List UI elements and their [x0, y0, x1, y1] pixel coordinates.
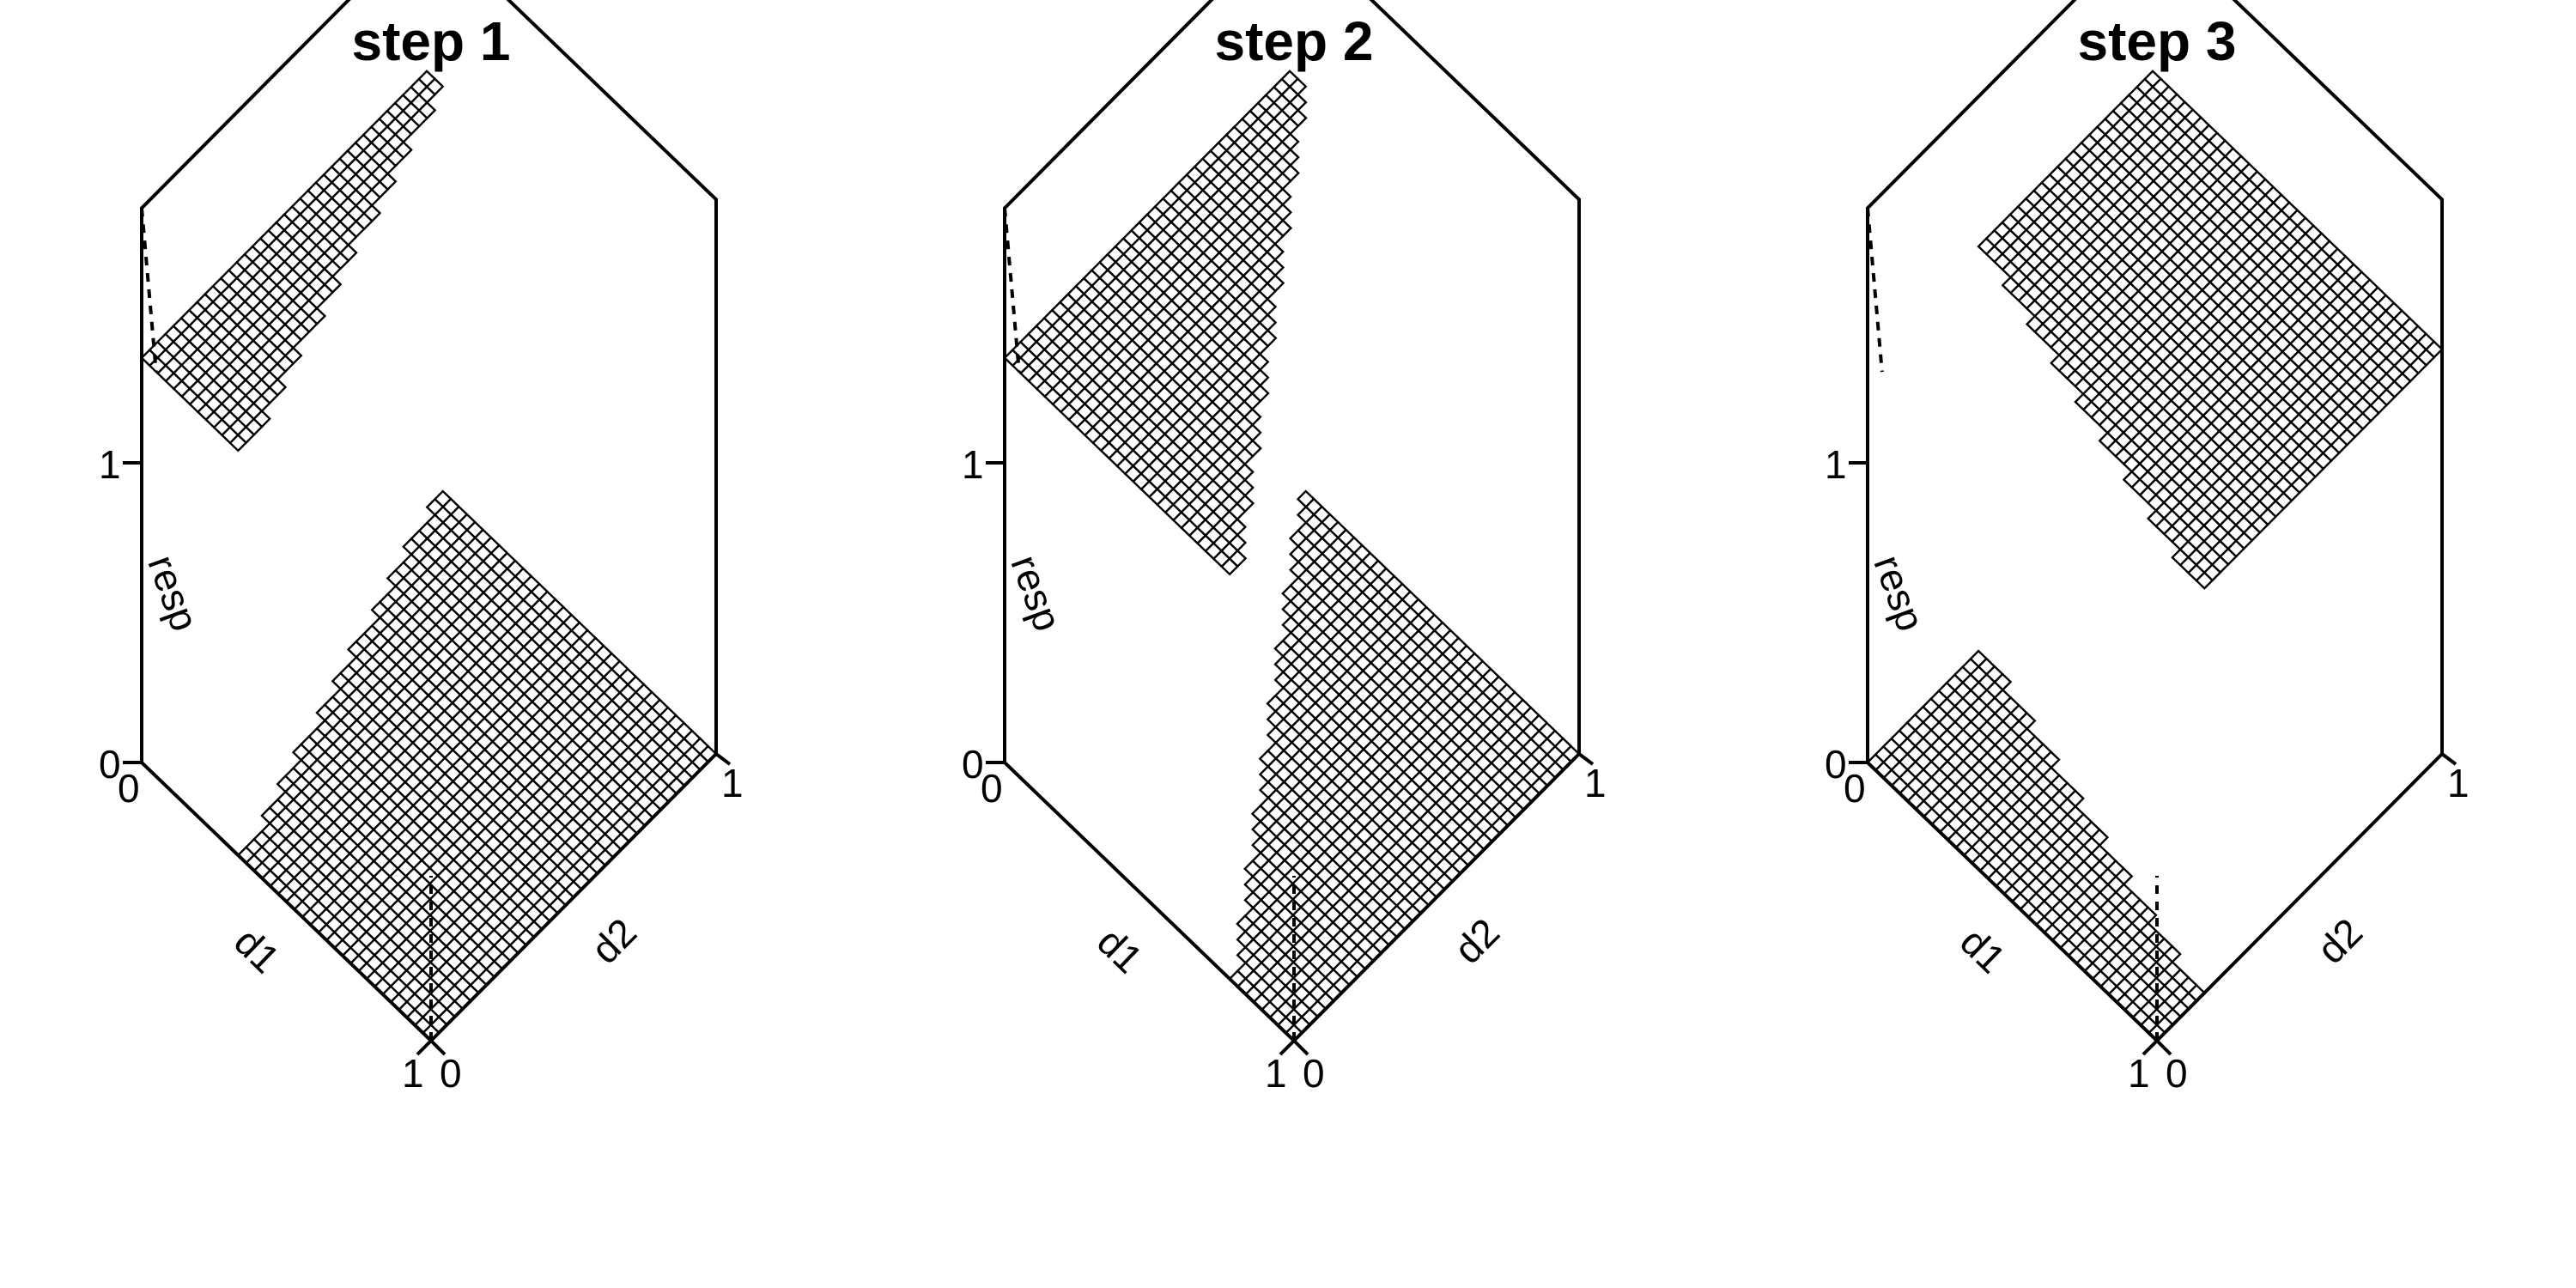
d2-axis-label: d2 [582, 909, 645, 972]
box-edge [140, 0, 351, 210]
d1-tick-label-start: 0 [118, 766, 140, 811]
d1-tick-label-end: 1 [402, 1051, 424, 1096]
resp-axis-label: resp [139, 550, 207, 637]
panel-title: step 1 [352, 10, 511, 72]
surface-gridline [228, 433, 248, 453]
axis-tick [429, 1039, 447, 1056]
d2-tick-label-end: 1 [721, 761, 744, 805]
surface-mesh [140, 70, 718, 1042]
box-edge [140, 761, 433, 1042]
axis-tick [714, 752, 732, 766]
z-tick-label-high: 1 [99, 442, 121, 487]
box-edge [506, 0, 718, 202]
d1-axis-label: d1 [226, 919, 289, 981]
hidden-box-edge [140, 208, 158, 373]
z-tick-label-low: 0 [99, 742, 121, 787]
box-edge [429, 752, 718, 1042]
axis-tick [416, 1039, 433, 1056]
d2-tick-label-start: 0 [440, 1051, 462, 1096]
surface-mesh [1003, 70, 1581, 1042]
panel-title: step 2 [1215, 10, 1374, 72]
